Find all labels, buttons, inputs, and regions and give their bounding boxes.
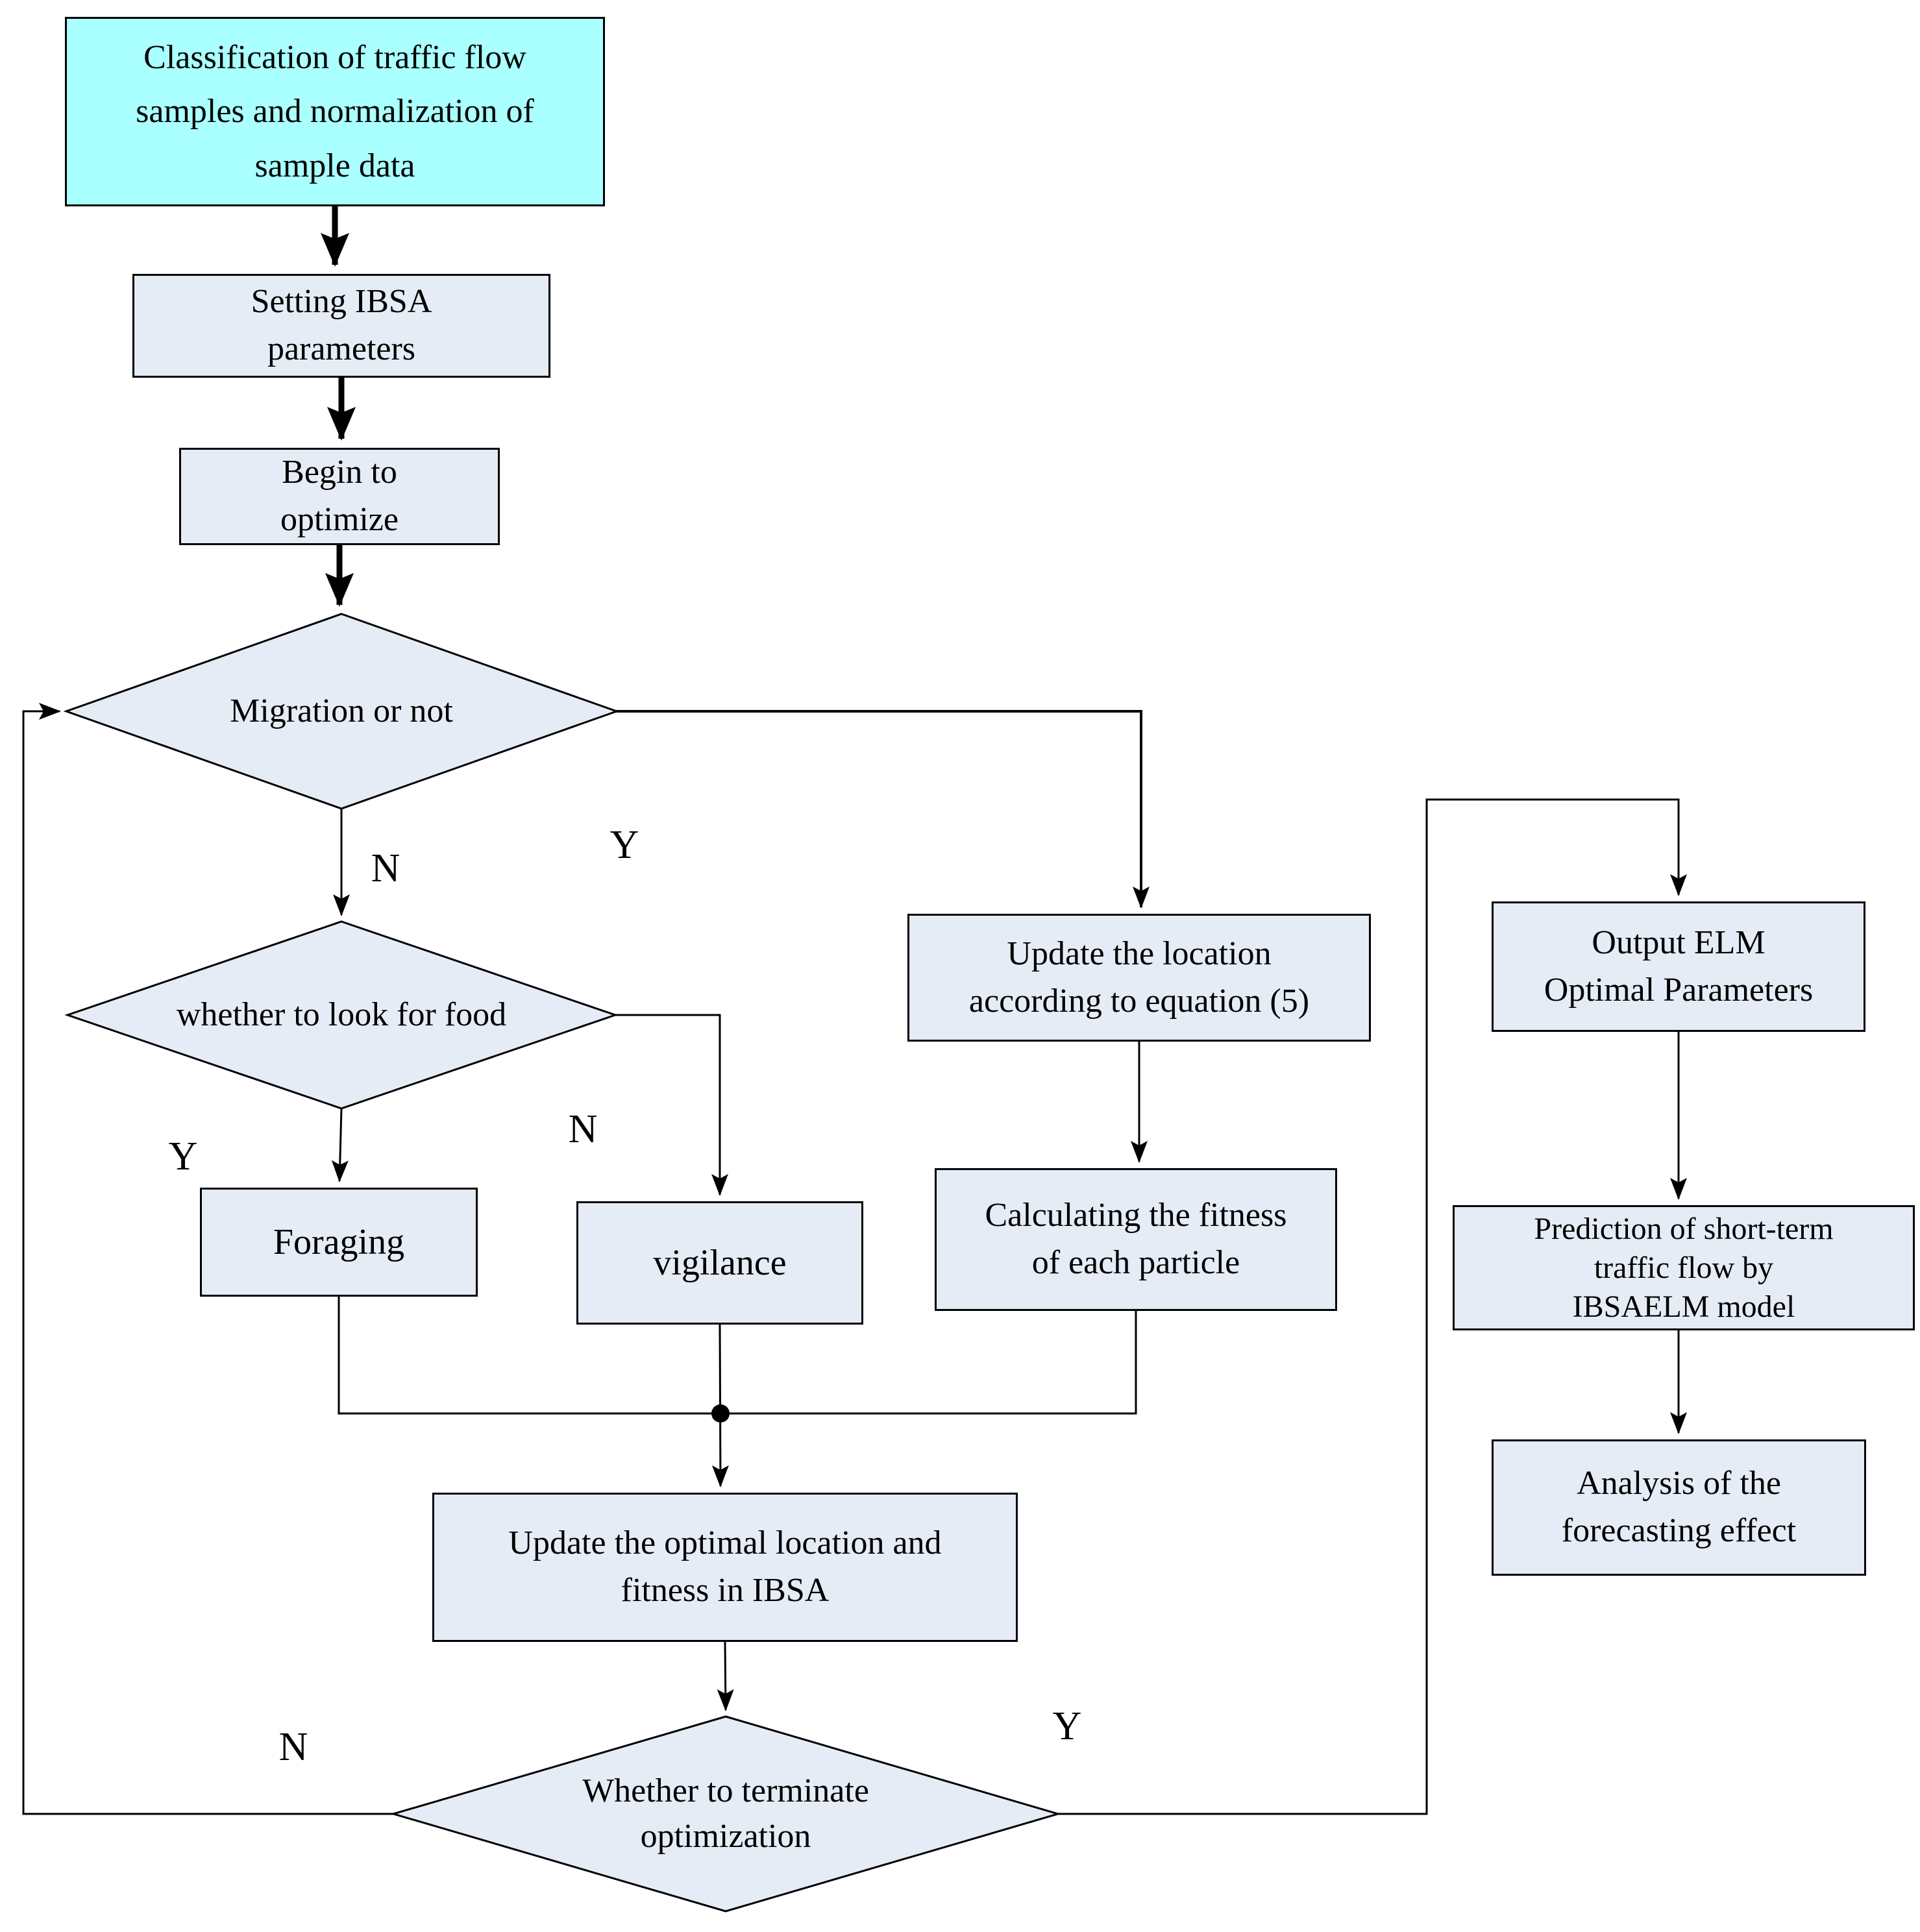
- branch-label-migration-yes: Y: [609, 823, 639, 867]
- branch-label-terminate-yes: Y: [1052, 1704, 1082, 1748]
- node-analysis-forecasting: Analysis of the forecasting effect: [1492, 1439, 1866, 1576]
- branch-label-food-yes: Y: [168, 1134, 198, 1179]
- look-for-food-diamond-shape: [64, 920, 619, 1110]
- decision-whether-to-look-for-food: whether to look for food: [176, 996, 507, 1033]
- edge-terminate-n-loop-to-migration: [22, 703, 393, 1815]
- decision-whether-to-terminate: Whether to terminate optimization: [582, 1772, 869, 1855]
- node-update-optimal-location: Update the optimal location and fitness …: [432, 1493, 1018, 1642]
- migration-diamond-shape: [63, 613, 620, 810]
- edge-food-y-to-foraging: [331, 1108, 349, 1182]
- terminate-diamond-shape: [389, 1715, 1062, 1913]
- branch-label-terminate-no: N: [278, 1725, 308, 1769]
- branch-label-migration-no: N: [371, 846, 400, 890]
- edge-food-n-to-vigilance: [615, 1014, 728, 1196]
- node-vigilance: vigilance: [576, 1201, 863, 1325]
- edge-terminate-y-to-output-elm: [1058, 798, 1687, 1815]
- edge-calc-fitness-to-junction: [720, 1311, 1137, 1415]
- edge-update-optimal-to-terminate: [717, 1641, 734, 1711]
- edge-migration-y-to-update-location: [617, 710, 1150, 909]
- decision-migration-or-not: Migration or not: [230, 692, 453, 729]
- node-setting-ibsa-parameters: Setting IBSA parameters: [132, 274, 550, 378]
- node-update-location: Update the location according to equatio…: [907, 914, 1371, 1042]
- node-prediction-ibsaelm: Prediction of short-term traffic flow by…: [1453, 1205, 1915, 1330]
- edge-foraging-to-junction: [338, 1297, 720, 1415]
- node-begin-to-optimize: Begin to optimize: [179, 448, 500, 545]
- junction-dot: [711, 1404, 730, 1423]
- node-calculating-fitness: Calculating the fitness of each particle: [935, 1168, 1337, 1311]
- branch-label-food-no: N: [568, 1107, 598, 1151]
- node-classification-start: Classification of traffic flow samples a…: [65, 17, 605, 206]
- node-output-elm-parameters: Output ELM Optimal Parameters: [1492, 901, 1865, 1032]
- node-foraging: Foraging: [200, 1188, 478, 1297]
